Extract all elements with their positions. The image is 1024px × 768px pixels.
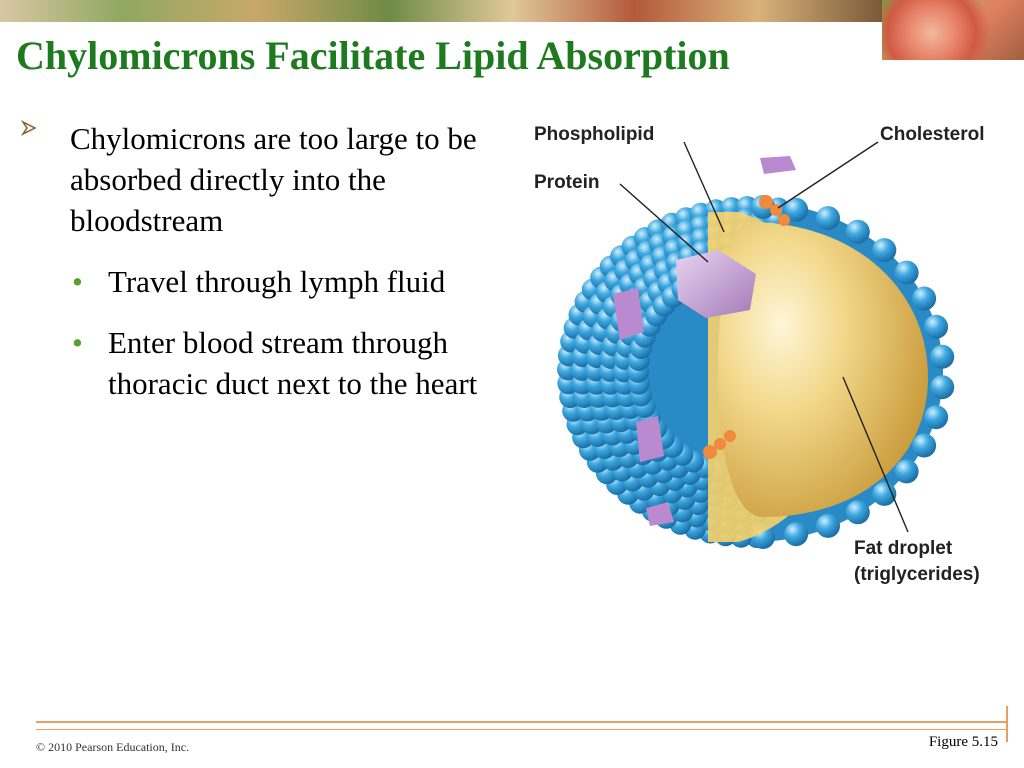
phospholipid-head	[816, 206, 840, 231]
phospholipid-head	[872, 481, 897, 506]
phospholipid-head	[930, 344, 955, 369]
protein-blobs	[613, 156, 796, 526]
cholesterol-chain	[703, 195, 790, 459]
phospholipid-label: Phospholipid	[534, 124, 654, 145]
sub-bullet-1-text: Travel through lymph fluid	[108, 264, 446, 299]
fat-droplet-label: Fat droplet	[854, 538, 953, 559]
phospholipid-head	[784, 522, 809, 547]
phospholipid-head	[894, 260, 919, 285]
protein-label: Protein	[534, 172, 599, 193]
sub-bullet-2-text: Enter blood stream through thoracic duct…	[108, 325, 478, 401]
chylomicron-diagram: Phospholipid Cholesterol Protein Fat dro…	[534, 124, 985, 585]
protein-blob	[676, 250, 756, 318]
phospholipid-head	[784, 197, 809, 222]
phospholipid-head	[924, 405, 949, 430]
phospholipid-head	[872, 238, 897, 263]
cholesterol-label: Cholesterol	[880, 124, 985, 145]
phospholipid-head	[912, 433, 937, 458]
footer-divider	[36, 721, 1008, 723]
arrow-bullet-icon	[20, 120, 37, 136]
lipoprotein-sphere	[557, 156, 955, 549]
bullet-main-text: Chylomicrons are too large to be absorbe…	[70, 121, 477, 238]
phospholipid-head	[845, 500, 870, 525]
sub-bullet-1: • Travel through lymph fluid	[20, 261, 500, 302]
corner-photo	[882, 0, 1024, 60]
slide-title: Chylomicrons Facilitate Lipid Absorption	[16, 33, 730, 78]
fat-droplet	[718, 222, 928, 517]
bullet-list: Chylomicrons are too large to be absorbe…	[20, 118, 500, 404]
triglycerides-label: (triglycerides)	[854, 564, 980, 585]
dot-bullet-icon: •	[72, 264, 83, 299]
footer-divider-thin	[36, 729, 1008, 730]
dot-bullet-icon: •	[72, 325, 83, 360]
bullet-main: Chylomicrons are too large to be absorbe…	[20, 118, 500, 241]
phospholipid-head	[894, 459, 919, 484]
chylomicron-figure: Phospholipid Cholesterol Protein Fat dro…	[528, 112, 1012, 592]
leader-lines	[619, 141, 909, 533]
figure-number: Figure 5.15	[928, 734, 998, 750]
sub-bullet-2: • Enter blood stream through thoracic du…	[20, 322, 500, 404]
phospholipid-head	[930, 375, 955, 400]
top-banner-photo	[0, 0, 1024, 22]
phospholipid-head	[912, 286, 937, 311]
phospholipid-head	[845, 219, 870, 244]
phospholipid-head	[924, 314, 949, 339]
phospholipid-head	[816, 513, 840, 538]
copyright-text: © 2010 Pearson Education, Inc.	[36, 740, 190, 754]
footer-vertical-mark	[1006, 706, 1008, 742]
